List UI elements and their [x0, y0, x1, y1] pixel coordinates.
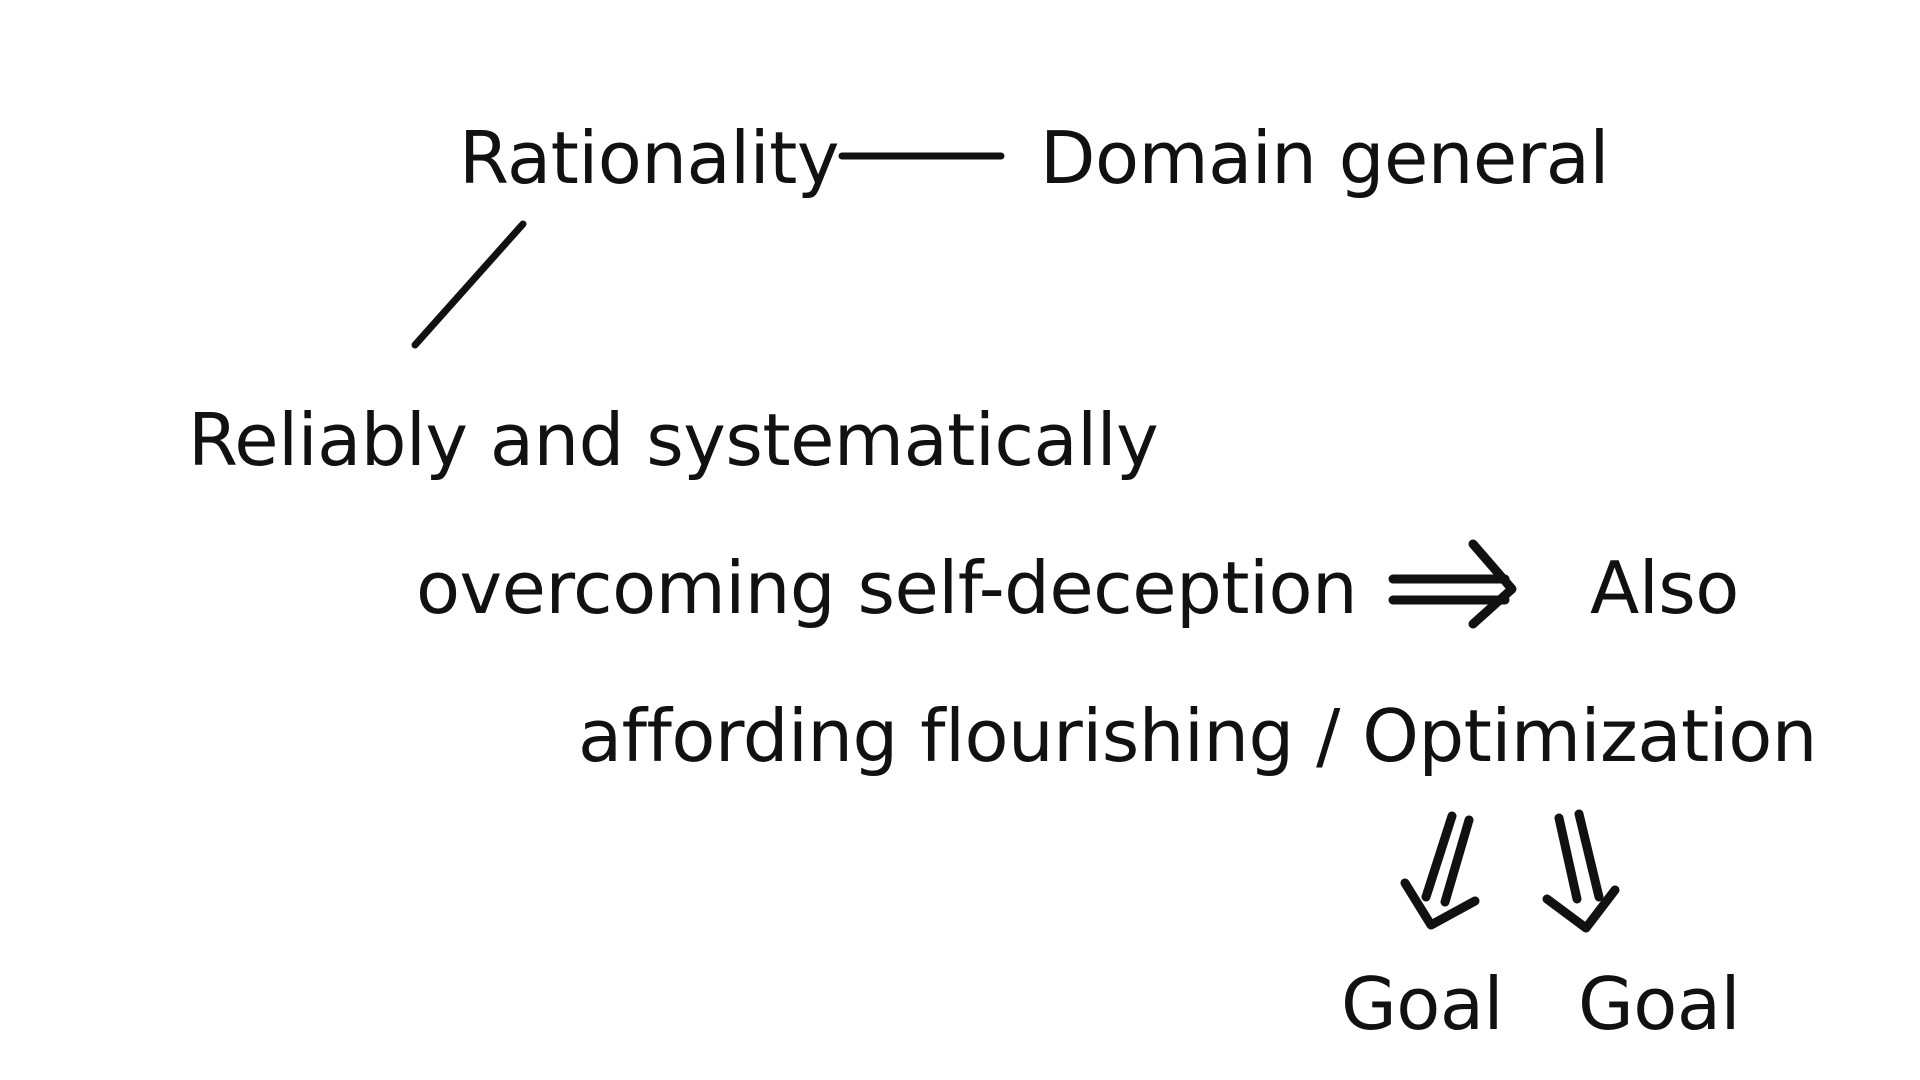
node-overcoming-self-deception: overcoming self-deception	[416, 546, 1358, 630]
node-rationality: Rationality	[459, 116, 839, 200]
implies-arrow-down-left	[1400, 811, 1480, 930]
node-affording-flourishing: affording flourishing / Optimization	[578, 694, 1817, 778]
node-goal-left: Goal	[1341, 962, 1503, 1046]
implies-arrow-right	[1388, 539, 1517, 629]
implies-arrow-down-right	[1542, 809, 1620, 933]
node-domain-general: Domain general	[1040, 116, 1609, 200]
connector-rationality-reliably	[411, 220, 527, 349]
node-also: Also	[1590, 546, 1739, 630]
node-goal-right: Goal	[1578, 962, 1740, 1046]
node-reliably-and-systematically: Reliably and systematically	[188, 398, 1159, 482]
